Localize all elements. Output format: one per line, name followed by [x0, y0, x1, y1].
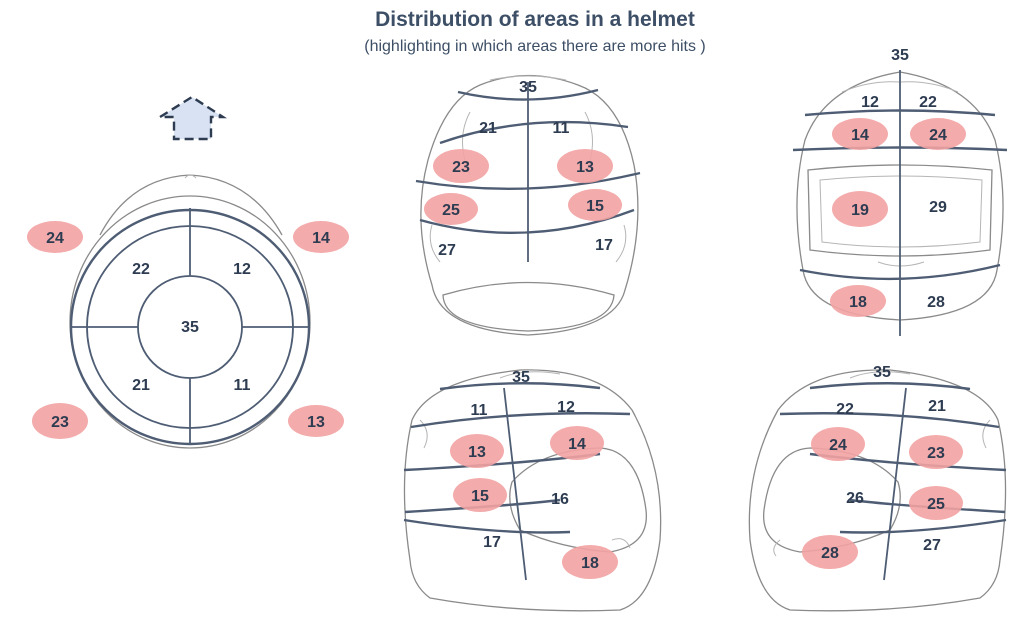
zone-label: 21: [132, 377, 150, 394]
hit-marker: [433, 149, 489, 183]
zone-label: 19: [851, 202, 869, 219]
zone-label: 35: [181, 319, 199, 336]
zone-label: 26: [846, 490, 864, 507]
zone-label: 22: [836, 401, 854, 418]
zone-label: 35: [873, 364, 891, 381]
zone-label: 14: [568, 436, 586, 453]
zone-label: 24: [46, 230, 64, 247]
zone-label: 22: [919, 94, 937, 111]
zone-label: 21: [479, 120, 497, 137]
hit-marker: [830, 285, 886, 317]
zone-label: 12: [233, 261, 251, 278]
zone-label: 23: [927, 445, 945, 462]
left-side-view: 35 11 12 13 14 15 16 17 18: [403, 369, 662, 612]
zone-label: 15: [471, 488, 489, 505]
up-arrow-icon: [155, 95, 228, 141]
front-view: 35 12 22 14 24 19 29 18 28: [792, 47, 1008, 336]
zone-label: 16: [551, 491, 569, 508]
hit-marker: [910, 118, 966, 150]
zone-label: 35: [519, 79, 537, 96]
zone-label: 35: [891, 47, 909, 64]
hit-marker: [424, 193, 478, 225]
hit-marker: [562, 545, 618, 579]
hit-marker: [293, 221, 349, 253]
hit-marker: [27, 221, 83, 253]
zone-label: 24: [929, 127, 947, 144]
zone-label: 12: [557, 399, 575, 416]
right-side-view: 35 22 21 24 23 26 25 28 27: [748, 364, 1007, 612]
zone-label: 25: [442, 202, 460, 219]
zone-label: 23: [452, 159, 470, 176]
zone-label: 15: [586, 198, 604, 215]
top-view: 35 22 12 21 11 24 14 23 13: [27, 95, 349, 449]
hit-marker: [832, 118, 888, 150]
zone-label: 18: [581, 555, 599, 572]
zone-label: 12: [861, 94, 879, 111]
zone-label: 21: [928, 398, 946, 415]
zone-label: 13: [576, 159, 594, 176]
hit-marker: [802, 535, 858, 569]
zone-label: 29: [929, 199, 947, 216]
hit-marker: [832, 191, 888, 227]
diagram-title: Distribution of areas in a helmet: [375, 8, 695, 31]
hit-marker: [909, 486, 963, 520]
zone-label: 13: [468, 444, 486, 461]
hit-marker: [450, 434, 504, 468]
hit-marker: [811, 427, 865, 461]
zone-label: 11: [471, 402, 488, 419]
zone-label: 13: [307, 414, 325, 431]
zone-label: 28: [821, 545, 839, 562]
hit-marker: [288, 405, 344, 437]
zone-label: 11: [234, 377, 251, 394]
zone-label: 17: [483, 534, 501, 551]
diagram-subtitle: (highlighting in which areas there are m…: [364, 38, 706, 55]
hit-marker: [909, 435, 963, 469]
zone-label: 35: [512, 369, 530, 386]
hit-marker: [557, 149, 613, 183]
zone-label: 23: [51, 414, 69, 431]
zone-label: 18: [849, 294, 867, 311]
back-view: 35 21 11 23 13 25 15 27 17: [415, 74, 641, 336]
zone-label: 27: [438, 242, 456, 259]
zone-label: 14: [851, 127, 869, 144]
zone-label: 11: [553, 120, 570, 137]
hit-marker: [453, 478, 507, 512]
zone-label: 27: [923, 537, 941, 554]
zone-label: 28: [927, 294, 945, 311]
hit-marker: [568, 189, 622, 221]
hit-marker: [32, 403, 88, 439]
zone-label: 22: [132, 261, 150, 278]
zone-label: 25: [927, 496, 945, 513]
zone-label: 14: [312, 230, 330, 247]
hit-marker: [550, 426, 604, 460]
zone-label: 17: [595, 237, 613, 254]
zone-label: 24: [829, 437, 847, 454]
